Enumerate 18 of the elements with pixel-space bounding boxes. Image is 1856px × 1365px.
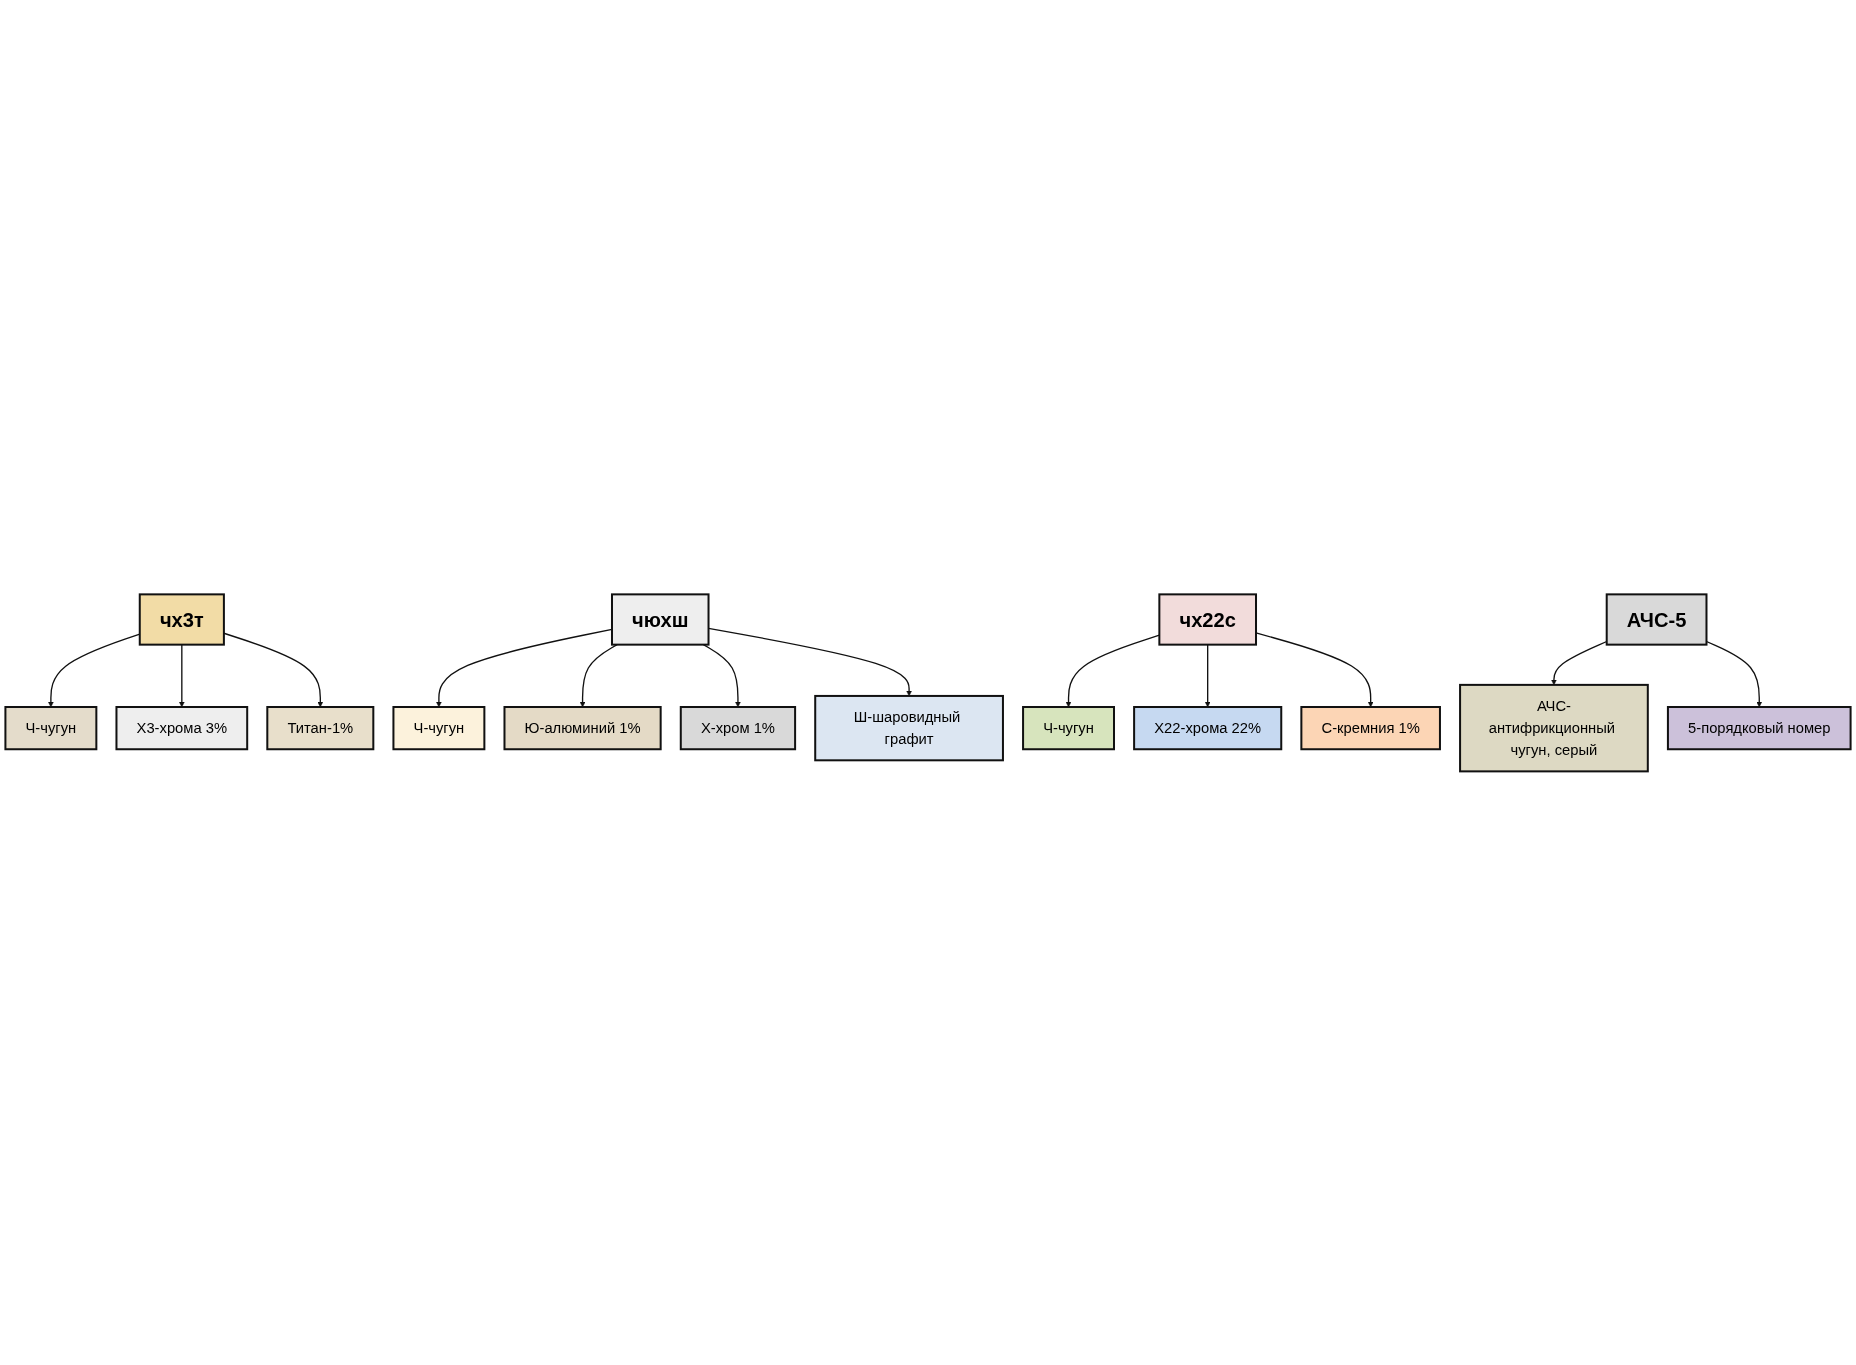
node-box: С-кремния 1% [1300,705,1441,750]
node-box: Ч-чугун [4,705,98,750]
node-box: АЧС-5 [1605,593,1708,646]
node-box: Ч-чугун [1022,705,1115,750]
arrow [1705,640,1763,707]
node-box: чх22с [1158,593,1257,646]
node-box: Х-хром 1% [679,705,797,750]
node-box: Ш-шаровидный графит [814,694,1004,761]
node-box: чюхш [611,593,710,646]
arrow [223,632,324,707]
node-box: Ч-чугун [392,705,486,750]
node-box: Титан-1% [266,705,375,750]
node-box: АЧС-антифрикционный чугун, серый [1459,683,1649,772]
node-box: Ю-алюминий 1% [503,705,662,750]
node-box: Х3-хрома 3% [115,705,249,750]
node-box: чх3т [138,593,225,646]
node-box: Х22-хрома 22% [1133,705,1283,750]
node-box: 5-порядковый номер [1666,705,1852,750]
